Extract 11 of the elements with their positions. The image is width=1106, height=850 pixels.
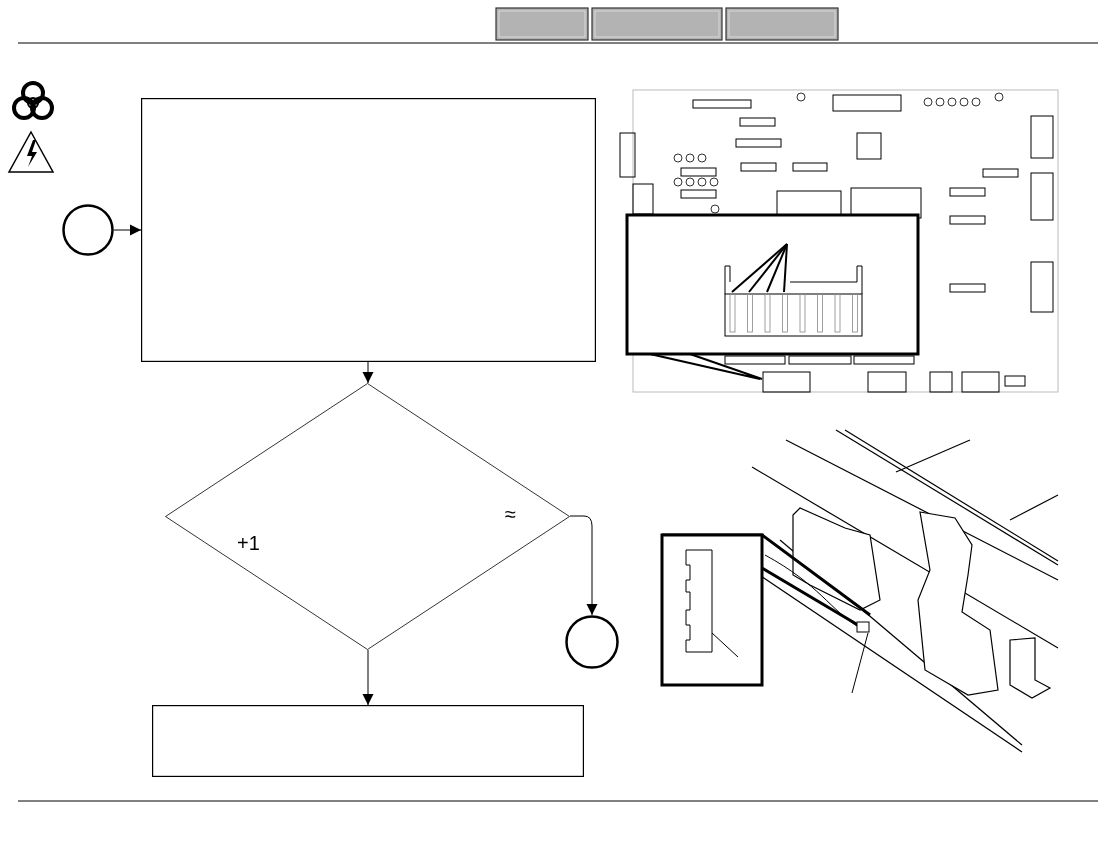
arrow (362, 361, 374, 384)
connector-circle (565, 615, 619, 669)
arrow (362, 649, 374, 706)
connector-circle (62, 204, 114, 256)
symbol-text: +1 (237, 533, 260, 553)
arrow (569, 515, 598, 616)
process-box (141, 98, 596, 362)
decision-diamond (165, 383, 570, 650)
arrow (113, 224, 142, 236)
process-box (152, 705, 584, 777)
symbol-text: ≈ (505, 504, 516, 524)
